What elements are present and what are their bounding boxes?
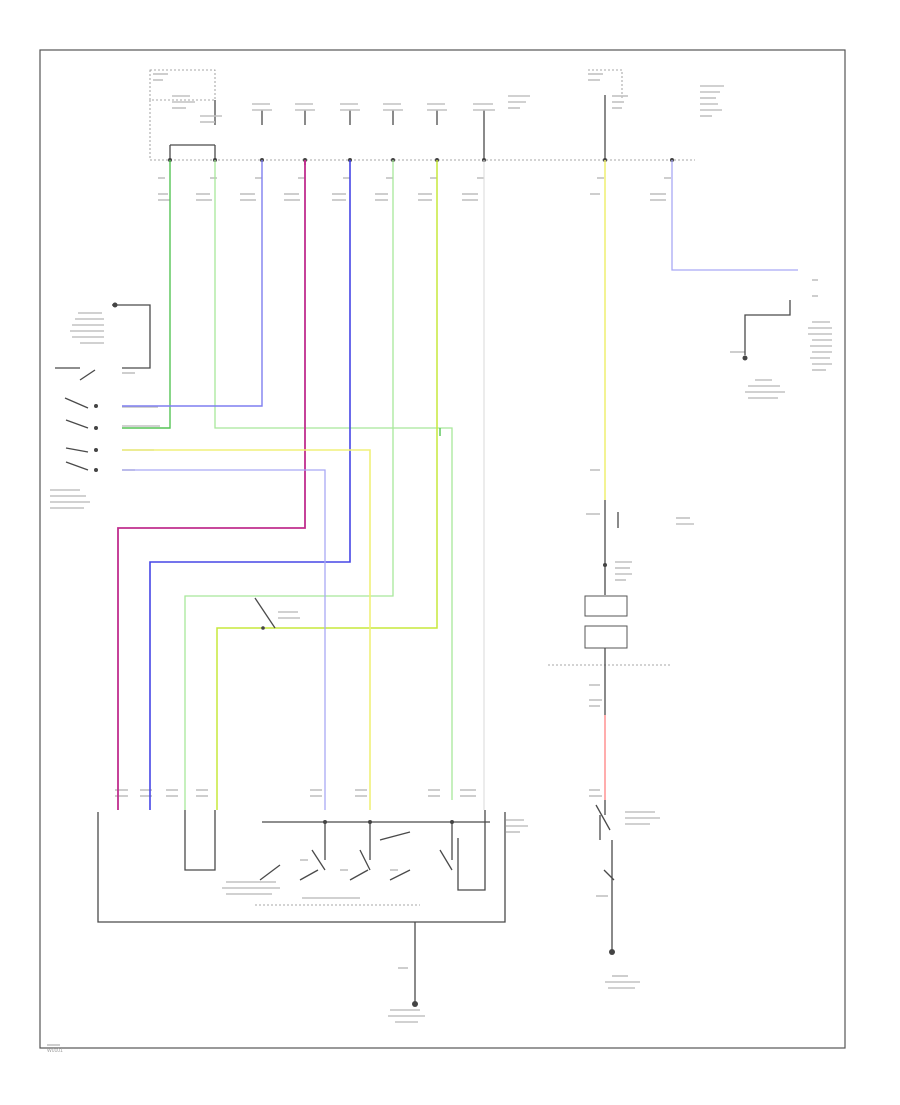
fuse-bus-line — [149, 100, 695, 161]
middle-switch — [254, 597, 276, 630]
bottom-control-module — [97, 810, 506, 1007]
right-ground-path — [595, 800, 615, 955]
wire-dark-blue — [149, 160, 351, 810]
wire-green-left — [122, 160, 171, 429]
wire-yellow-switch — [122, 449, 371, 810]
relay-assembly — [548, 500, 672, 715]
relay-box-upper — [584, 595, 628, 617]
wire-blue-switch — [122, 160, 263, 407]
fuse-block-right — [588, 69, 623, 100]
illegible-labels — [47, 73, 832, 1046]
wire-green-mid — [184, 160, 394, 810]
wire-yellow-green — [216, 160, 438, 810]
wire-light-blue-switch — [122, 469, 326, 810]
wire-blue-right — [671, 160, 798, 271]
wire-pink — [117, 160, 306, 810]
diagram-frame — [39, 49, 846, 1049]
fuse-drops — [169, 95, 606, 160]
page-id-label: W0101 — [47, 1048, 63, 1054]
fuse-block-left — [149, 69, 216, 101]
relay-box-lower — [584, 625, 628, 649]
right-ground-switch — [742, 300, 791, 361]
wire-light-green-trunk — [214, 160, 453, 800]
left-switch-assembly — [55, 302, 151, 472]
